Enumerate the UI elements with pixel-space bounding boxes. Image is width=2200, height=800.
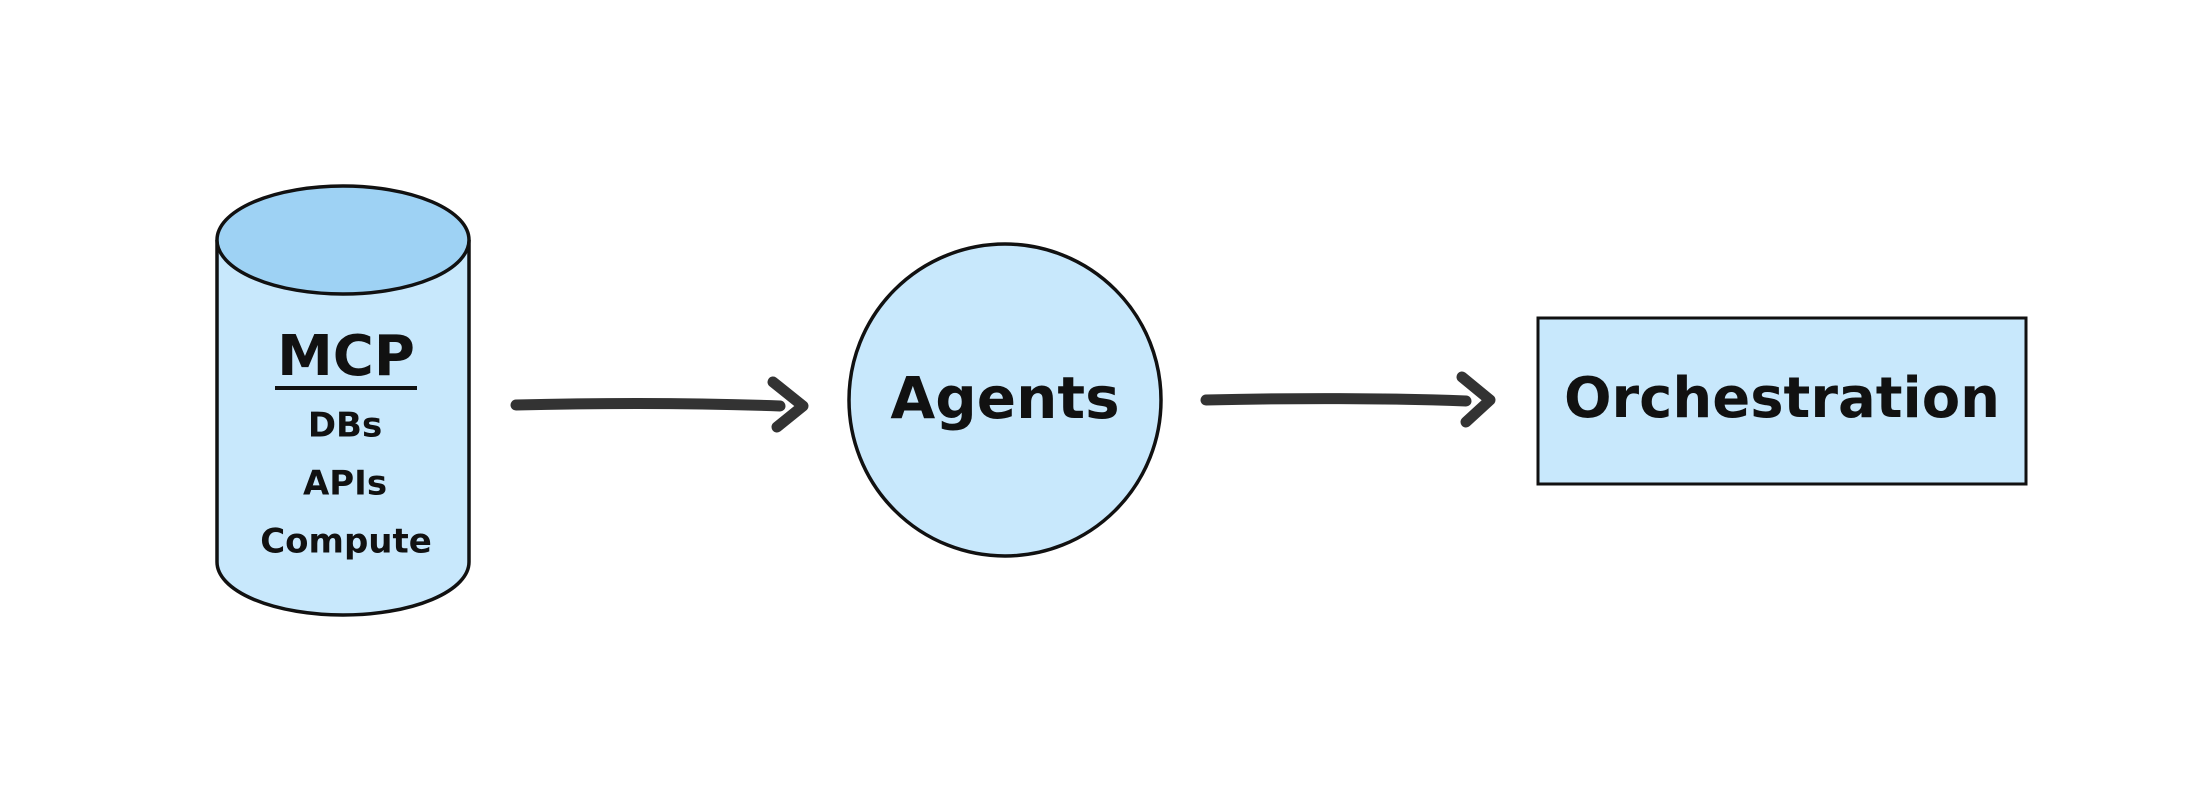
mcp-item-dbs: DBs xyxy=(308,406,382,446)
arrow-head xyxy=(767,376,809,433)
mcp-item-apis: APIs xyxy=(303,464,387,504)
arrow-shaft xyxy=(1200,393,1472,407)
cylinder-body xyxy=(215,240,471,617)
arrow-shaft xyxy=(510,398,786,412)
arrow-mcp-to-agents xyxy=(510,376,809,433)
orchestration-label: Orchestration xyxy=(1564,366,2000,431)
agents-node: Agents xyxy=(847,242,1163,558)
mcp-cylinder: MCP DBs APIs Compute xyxy=(215,184,471,617)
arrow-agents-to-orchestration xyxy=(1200,371,1496,428)
mcp-title: MCP xyxy=(277,324,415,389)
mcp-item-compute: Compute xyxy=(260,522,432,562)
arrow-head xyxy=(1456,371,1496,428)
orchestration-box xyxy=(1536,316,2028,486)
agents-circle xyxy=(847,242,1163,558)
agents-label: Agents xyxy=(890,364,1119,432)
cylinder-top xyxy=(215,184,471,296)
orchestration-node: Orchestration xyxy=(1536,316,2028,486)
